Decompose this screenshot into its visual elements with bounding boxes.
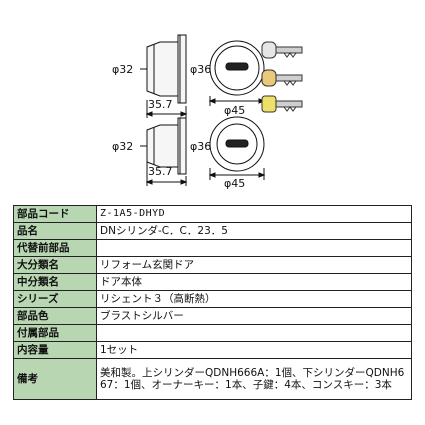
dim-length-top: 35.7 [148, 98, 173, 111]
front-view-bottom [208, 116, 266, 180]
value-part-color: ブラストシルバー [96, 307, 412, 325]
row-part-code: 部品コード Z-1A5-DHYD [13, 205, 412, 223]
side-view-bottom [140, 117, 188, 186]
value-remarks: 美和製。上シリンダーQDNH666A：1個、下シリンダーQDNH667：1個、オ… [96, 358, 412, 400]
label-series: シリーズ [13, 290, 97, 308]
side-view-top [140, 34, 188, 118]
dim-phi32-top: φ32 [112, 63, 133, 76]
label-major-category: 大分類名 [13, 256, 97, 274]
front-view-top [208, 40, 266, 106]
row-accessories: 付属部品 [13, 324, 412, 342]
value-accessories [96, 324, 412, 342]
key-icon-2 [261, 69, 303, 87]
key-icon-3 [261, 95, 303, 113]
value-mid-category: ドア本体 [96, 273, 412, 291]
label-product-name: 品名 [13, 222, 97, 240]
label-quantity: 内容量 [13, 341, 97, 359]
row-replaced-part: 代替前部品 [13, 239, 412, 257]
row-mid-category: 中分類名 ドア本体 [13, 273, 412, 291]
row-quantity: 内容量 1セット [13, 341, 412, 359]
label-replaced-part: 代替前部品 [13, 239, 97, 257]
value-series: リシェント３（高断熱） [96, 290, 412, 308]
key-icon-1 [261, 41, 303, 59]
dim-phi36-bottom: φ36 [190, 140, 211, 153]
dim-phi45-bottom: φ45 [224, 177, 245, 190]
value-major-category: リフォーム玄関ドア [96, 256, 412, 274]
dim-phi45-top: φ45 [224, 104, 245, 117]
value-part-code: Z-1A5-DHYD [96, 205, 412, 223]
label-remarks: 備考 [13, 358, 97, 400]
label-mid-category: 中分類名 [13, 273, 97, 291]
row-remarks: 備考 美和製。上シリンダーQDNH666A：1個、下シリンダーQDNH667：1… [13, 358, 412, 400]
value-quantity: 1セット [96, 341, 412, 359]
dim-phi32-bottom: φ32 [112, 140, 133, 153]
value-replaced-part [96, 239, 412, 257]
row-part-color: 部品色 ブラストシルバー [13, 307, 412, 325]
row-series: シリーズ リシェント３（高断熱） [13, 290, 412, 308]
label-accessories: 付属部品 [13, 324, 97, 342]
label-part-code: 部品コード [13, 205, 97, 223]
value-product-name: DNシリンダ-C．C．23．5 [96, 222, 412, 240]
cylinder-drawing: φ32 35.7 φ36 φ45 [112, 34, 303, 190]
row-major-category: 大分類名 リフォーム玄関ドア [13, 256, 412, 274]
row-product-name: 品名 DNシリンダ-C．C．23．5 [13, 222, 412, 240]
label-part-color: 部品色 [13, 307, 97, 325]
dim-length-bottom: 35.7 [148, 165, 173, 178]
spec-table: 部品コード Z-1A5-DHYD 品名 DNシリンダ-C．C．23．5 代替前部… [13, 205, 412, 400]
dim-phi36-top: φ36 [190, 63, 211, 76]
